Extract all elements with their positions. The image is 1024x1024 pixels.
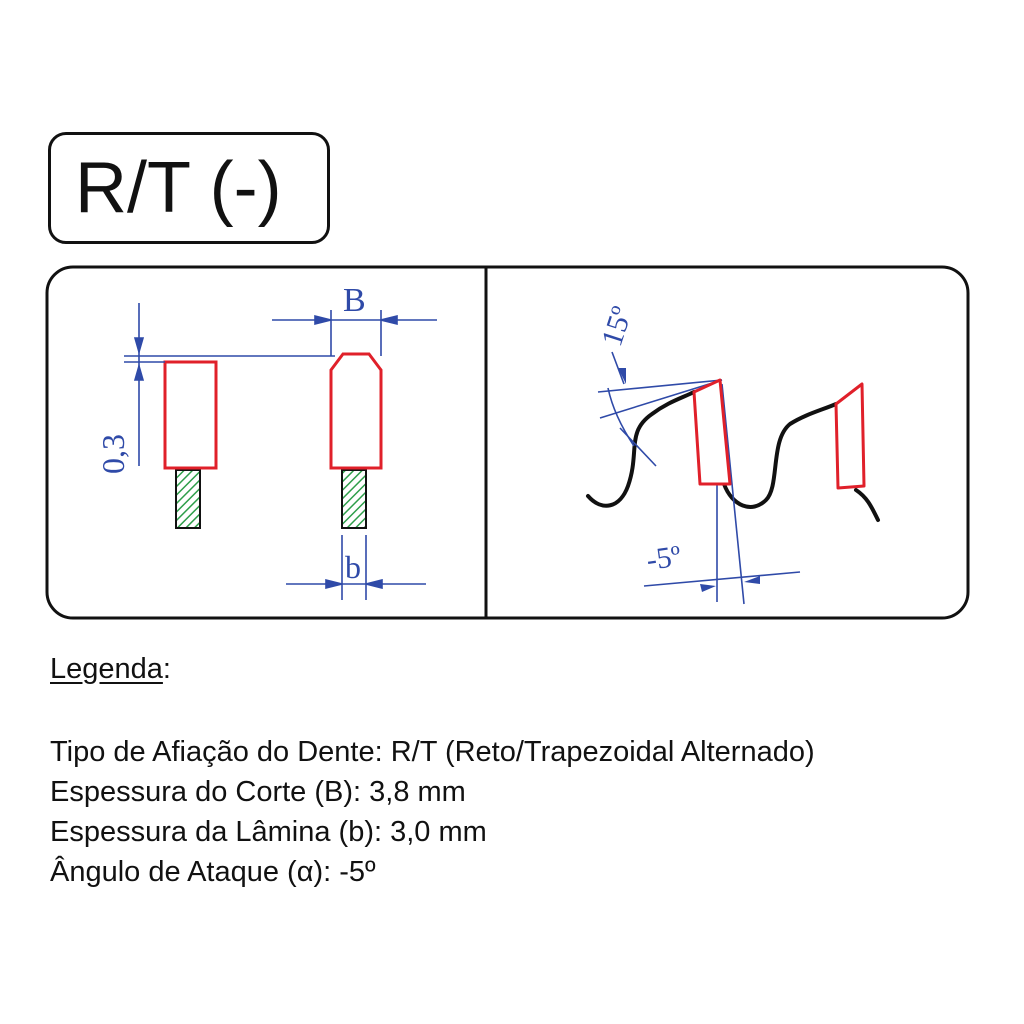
legend-item-attack-angle: Ângulo de Ataque (α): -5º [50,856,376,888]
profile-tooth-1 [692,378,732,486]
tooth-trapezoidal [329,352,383,470]
B-label: B [343,282,366,319]
angle-label-top: 15º [595,303,639,351]
blade-shank-right [341,469,367,529]
angle-ref-line-1 [597,379,723,393]
b-arrow-left [325,578,343,590]
legend-heading-suffix: : [162,653,171,685]
legend-item-tooth-type: Tipo de Afiação do Dente: R/T (Reto/Trap… [50,736,815,768]
legend-heading-text: Legenda [50,653,163,685]
angle-label-bottom: -5º [644,539,683,576]
b-arrow-right [365,578,383,590]
legend-list: Tipo de Afiação do Dente: R/T (Reto/Trap… [50,732,815,892]
title-box [48,132,330,244]
B-arrow-left [314,314,332,326]
legend-item-cut-thickness: Espessura do Corte (B): 3,8 mm [50,776,466,808]
tooth-straight [163,360,218,470]
page-title: R/T (-) [75,148,282,228]
angle-dim-line [643,571,801,587]
b-label: b [345,549,361,585]
angle-arc-top [607,387,635,447]
B-arrow-right [380,314,398,326]
diagram-frame [45,265,970,620]
angle-ref-line-2 [599,379,723,419]
legend-item-blade-thickness: Espessura da Lâmina (b): 3,0 mm [50,816,487,848]
angle-ref-vertical-2 [721,383,745,605]
legend-heading: Legenda: [50,651,171,687]
height-arrow-bottom [133,363,145,381]
profile-tooth-2 [834,382,866,490]
blade-shank-left [175,469,201,529]
height-label: 0,3 [95,434,131,474]
height-arrow-top [133,337,145,355]
